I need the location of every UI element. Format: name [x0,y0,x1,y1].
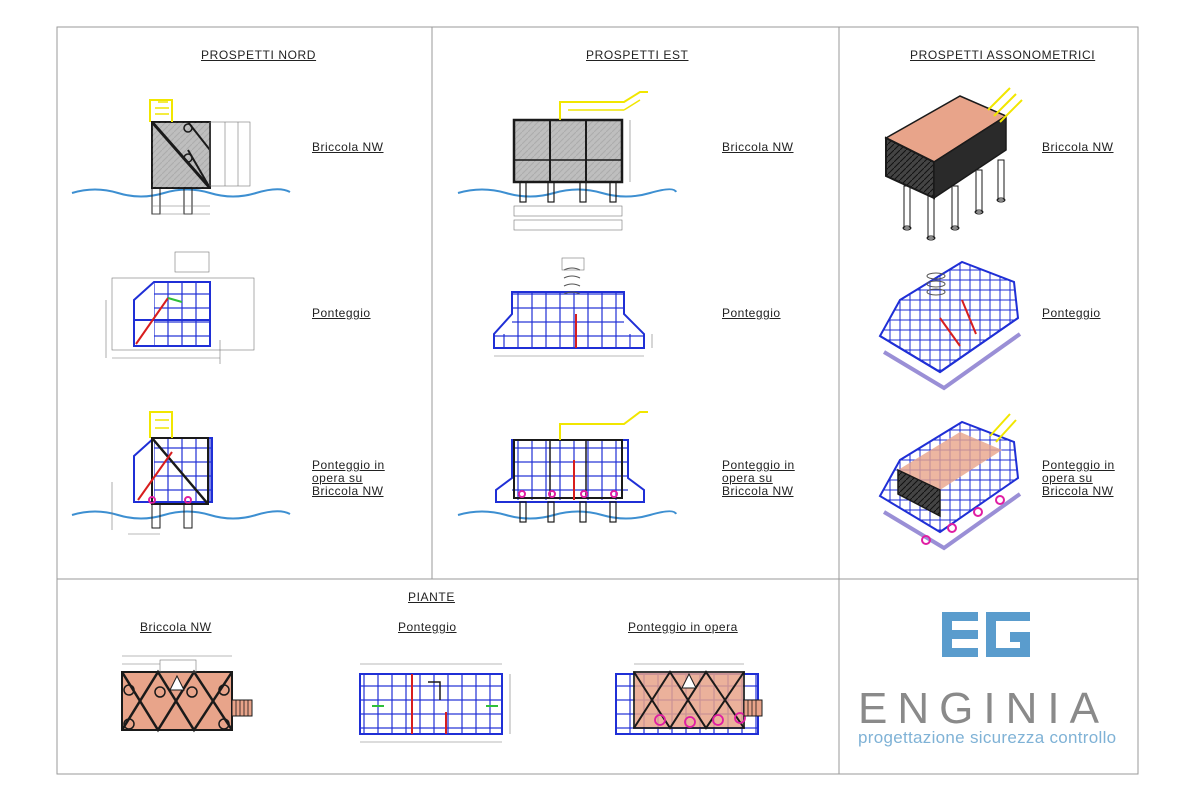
label-plan-ponteggio: Ponteggio [398,620,457,634]
label-line-1: Ponteggio in [312,458,385,472]
label-asso-ponteggio: Ponteggio [1042,306,1101,320]
label-est-briccola: Briccola NW [722,140,794,154]
logo-wordmark: ENGINIA [858,684,1109,733]
nord-briccola-elevation [71,99,291,215]
label-est-ponteggio: Ponteggio [722,306,781,320]
label-line-3: Briccola NW [722,484,794,498]
label-nord-ponteggio: Ponteggio [312,306,371,320]
plan-ponteggio [359,663,511,743]
label-plan-briccola: Briccola NW [140,620,212,634]
plan-briccola [120,655,253,733]
est-ponteggio-elevation [493,257,653,357]
label-line-2: opera su [1042,471,1093,485]
asso-ponteggio-in-opera-axonometric [878,413,1022,551]
label-asso-briccola: Briccola NW [1042,140,1114,154]
label-line-2: opera su [722,471,773,485]
title-piante: PIANTE [408,590,455,604]
title-prospetti-nord: PROSPETTI NORD [201,48,317,62]
label-nord-briccola: Briccola NW [312,140,384,154]
est-ponteggio-in-opera-elevation [457,411,677,523]
asso-ponteggio-axonometric [878,260,1022,391]
label-line-3: Briccola NW [312,484,384,498]
asso-briccola-axonometric [884,87,1023,241]
label-line-1: Ponteggio in [1042,458,1115,472]
plan-ponteggio-in-opera [615,663,763,735]
label-asso-ponteggio-in-opera: Ponteggio in opera su Briccola NW [1042,459,1115,498]
label-est-ponteggio-in-opera: Ponteggio in opera su Briccola NW [722,459,795,498]
title-prospetti-est: PROSPETTI EST [586,48,689,62]
label-line-2: opera su [312,471,363,485]
label-line-3: Briccola NW [1042,484,1114,498]
logo-tagline: progettazione sicurezza controllo [858,728,1117,747]
title-prospetti-assonometrici: PROSPETTI ASSONOMETRICI [910,48,1096,62]
sheet-frame [56,26,1139,775]
enginia-logo-mark [942,612,1030,657]
label-line-1: Ponteggio in [722,458,795,472]
label-nord-ponteggio-in-opera: Ponteggio in opera su Briccola NW [312,459,385,498]
est-briccola-elevation [457,91,677,231]
nord-ponteggio-elevation [105,251,255,364]
label-plan-ponteggio-in-opera: Ponteggio in opera [628,620,738,634]
nord-ponteggio-in-opera-elevation [71,411,291,535]
